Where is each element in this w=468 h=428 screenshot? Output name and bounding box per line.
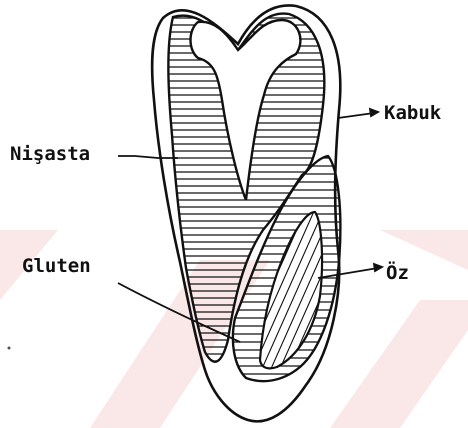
- kabuk-arrowhead: [370, 109, 378, 116]
- oz-arrowhead: [374, 264, 382, 271]
- label-gluten: Gluten: [22, 255, 91, 277]
- grain-cavity: [191, 20, 301, 200]
- label-kabuk: Kabuk: [384, 102, 442, 124]
- kabuk-leader-line: [338, 113, 374, 118]
- left-margin-dot: [8, 347, 11, 350]
- nisasta-leader-line: [118, 156, 178, 158]
- label-oz: Öz: [386, 260, 409, 284]
- label-nisasta: Nişasta: [10, 143, 90, 165]
